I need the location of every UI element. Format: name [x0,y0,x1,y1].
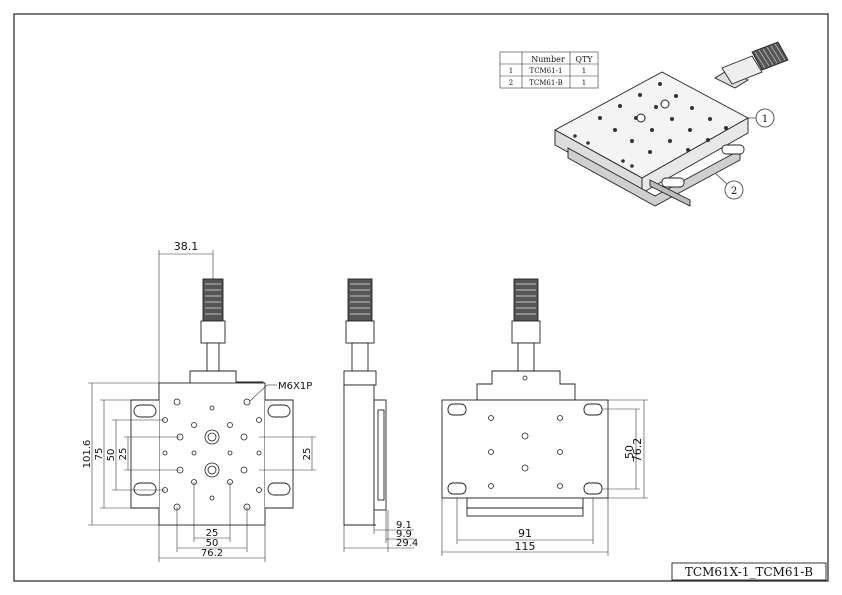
rear-micrometer-knurl [516,283,536,315]
dim-bottom-50: 50 [206,538,219,549]
front-micrometer-knurl [205,283,221,315]
dim-top-width: 38.1 [174,240,199,253]
side-view [343,278,387,526]
title-block [671,562,827,581]
dim-side-9-9: 9.9 [396,529,412,540]
dim-height-25: 25 [118,448,129,461]
bom-row1-qty: 1 [582,67,586,75]
dim-height-50: 50 [106,449,117,462]
balloon-2 [724,180,744,200]
drawing-frame [13,13,829,582]
rear-view [441,278,609,517]
side-micrometer-knurl [350,283,370,315]
dim-bottom-width: 76.2 [201,548,223,559]
balloon-1-label: 1 [762,114,768,125]
bom-row2-qty: 1 [582,79,586,87]
front-dimension-lines [88,250,316,562]
balloon-2-label: 2 [731,186,737,197]
dim-rear-hole-spacing: 91 [518,527,532,540]
isometric-view [554,41,789,207]
balloon-1 [755,108,775,128]
title-block-text: TCM61X-1_TCM61-B [685,565,813,579]
dim-rear-base-width: 115 [515,540,536,553]
bom-header-qty: QTY [575,55,593,64]
front-view [130,278,294,526]
dim-height-75: 75 [94,448,105,461]
bom-row1-number: TCM61-1 [530,67,563,75]
dim-side-9-1: 9.1 [396,520,412,531]
bom-row1-index: 1 [509,67,513,75]
dim-right-25: 25 [302,448,313,461]
isometric-holes [573,82,728,168]
dim-bottom-25: 25 [206,528,219,539]
side-dimension-lines [343,510,414,552]
bom-row2-number: TCM61-B [529,79,563,87]
bom-header-number: Number [531,55,565,64]
rear-dimension-lines [441,399,648,556]
dim-height-overall: 101.6 [82,440,93,469]
dim-rear-height: 76.2 [631,438,644,463]
rear-view-holes [488,375,563,489]
dim-side-29-4: 29.4 [396,538,418,549]
thread-callout: M6X1P [278,381,312,392]
bom-row2-index: 2 [509,79,513,87]
bom-table [499,51,599,89]
dim-rear-slot-spacing: 50 [623,445,636,459]
